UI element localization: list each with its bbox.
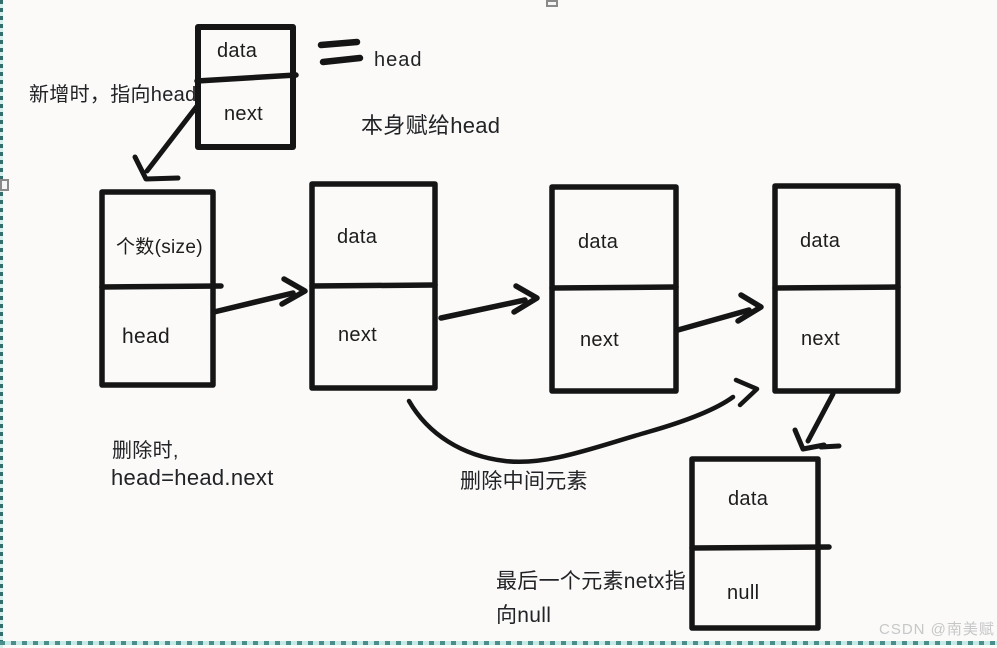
- delete-middle-label: 删除中间元素: [460, 470, 588, 493]
- node1-next-label: next: [338, 324, 378, 346]
- selection-border-left[interactable]: [0, 0, 3, 648]
- node3-box: [772, 183, 901, 394]
- delete-note-line1: 删除时,: [112, 440, 179, 462]
- head-node-size-label: 个数(size): [116, 237, 203, 258]
- node1-data-label: data: [337, 226, 378, 248]
- equals-sign: [317, 38, 364, 66]
- new-node-box: [194, 24, 299, 150]
- tail-node-data-label: data: [728, 488, 769, 510]
- node3-data-label: data: [800, 230, 841, 252]
- tail-note-line1: 最后一个元素netx指: [496, 570, 686, 593]
- arrow-node2-to-node3: [675, 292, 764, 333]
- head-node-head-label: head: [122, 325, 170, 348]
- head-node-box: [99, 189, 224, 388]
- tail-note-line2: 向null: [496, 604, 552, 627]
- new-node-next-label: next: [224, 103, 264, 125]
- selection-border-bottom[interactable]: [0, 641, 997, 645]
- arrow-head-to-node1: [211, 276, 308, 315]
- new-node-data-label: data: [217, 40, 258, 62]
- delete-note-line2: head=head.next: [111, 465, 274, 490]
- selection-dashed-line-middle: [0, 491, 997, 494]
- add-note-label: 新增时，指向head: [29, 84, 197, 106]
- assign-note-label: 本身赋给head: [361, 113, 501, 138]
- arrow-new-to-head: [132, 103, 200, 182]
- node2-next-label: next: [580, 329, 620, 351]
- csdn-watermark-text: CSDN @南美赋: [879, 621, 995, 638]
- tail-node-box: [689, 456, 832, 631]
- arrow-node3-to-tail: [792, 391, 842, 452]
- selection-handle-left[interactable]: [0, 179, 9, 191]
- head-equals-label: head: [374, 49, 423, 71]
- arrow-node1-to-node2: [438, 283, 540, 321]
- node3-next-label: next: [801, 328, 841, 350]
- node2-data-label: data: [578, 231, 619, 253]
- node1-box: [309, 181, 438, 391]
- selection-handle-top[interactable]: [546, 0, 558, 7]
- arrow-skip-middle: [406, 377, 760, 464]
- node2-box: [549, 184, 679, 394]
- tail-node-null-label: null: [727, 582, 760, 604]
